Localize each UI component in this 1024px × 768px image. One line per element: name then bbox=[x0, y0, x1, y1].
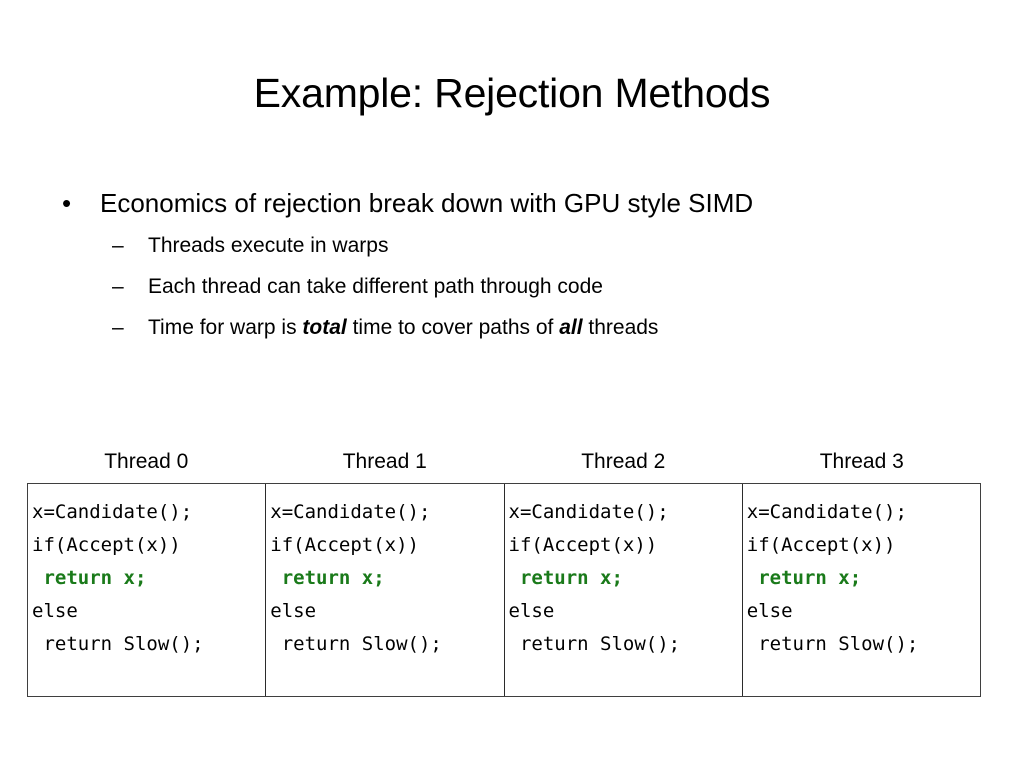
bullet-item-level2-warp-time: – Time for warp is total time to cover p… bbox=[0, 314, 1024, 342]
thread-code-cell-2: x=Candidate(); if(Accept(x)) return x; e… bbox=[505, 484, 743, 696]
thread-header-1: Thread 1 bbox=[342, 450, 427, 473]
code-line-accent: return x; bbox=[508, 567, 623, 589]
dash-marker-icon: – bbox=[112, 234, 124, 257]
code-line: return Slow(); bbox=[746, 633, 919, 655]
code-line: return Slow(); bbox=[32, 633, 204, 655]
emphasized-text: all bbox=[559, 316, 583, 339]
code-line: x=Candidate(); bbox=[32, 501, 193, 523]
code-line: else bbox=[270, 600, 317, 622]
bullet-list: • Economics of rejection break down with… bbox=[0, 186, 1024, 342]
bullet-item-level1: • Economics of rejection break down with… bbox=[0, 186, 1024, 220]
code-line: else bbox=[32, 600, 78, 622]
code-line: x=Candidate(); bbox=[746, 501, 907, 523]
thread-header-3: Thread 3 bbox=[819, 450, 904, 473]
bullet-text: Threads execute in warps bbox=[148, 234, 389, 257]
dash-marker-icon: – bbox=[112, 316, 124, 339]
thread-code-cell-3: x=Candidate(); if(Accept(x)) return x; e… bbox=[743, 484, 980, 696]
thread-code-cell-0: x=Candidate(); if(Accept(x)) return x; e… bbox=[28, 484, 267, 696]
code-line: if(Accept(x)) bbox=[746, 534, 896, 556]
code-line: else bbox=[508, 600, 555, 622]
spacer bbox=[0, 260, 1024, 273]
emphasized-text: total bbox=[302, 316, 347, 339]
bullet-item-level2-different-path: – Each thread can take different path th… bbox=[0, 273, 1024, 301]
code-line: x=Candidate(); bbox=[508, 501, 669, 523]
code-line: if(Accept(x)) bbox=[32, 534, 181, 556]
thread-code-cell-1: x=Candidate(); if(Accept(x)) return x; e… bbox=[266, 484, 505, 696]
thread-column-headers: Thread 0 Thread 1 Thread 2 Thread 3 bbox=[27, 448, 981, 478]
bullet-marker-icon: • bbox=[62, 188, 72, 218]
code-line: x=Candidate(); bbox=[270, 501, 431, 523]
code-line: return Slow(); bbox=[508, 633, 681, 655]
code-line-accent: return x; bbox=[270, 567, 385, 589]
bullet-text-rich: Time for warp is total time to cover pat… bbox=[148, 316, 659, 339]
spacer bbox=[0, 301, 1024, 314]
code-line: if(Accept(x)) bbox=[270, 534, 419, 556]
code-line-accent: return x; bbox=[746, 567, 862, 589]
dash-marker-icon: – bbox=[112, 275, 124, 298]
code-line: return Slow(); bbox=[270, 633, 442, 655]
thread-header-0: Thread 0 bbox=[104, 450, 189, 473]
bullet-text: Economics of rejection break down with G… bbox=[100, 188, 754, 218]
thread-header-2: Thread 2 bbox=[581, 450, 666, 473]
code-line: if(Accept(x)) bbox=[508, 534, 658, 556]
page-title: Example: Rejection Methods bbox=[253, 70, 771, 116]
code-line-accent: return x; bbox=[32, 567, 147, 589]
bullet-item-level2-threads-warps: – Threads execute in warps bbox=[0, 232, 1024, 260]
spacer bbox=[0, 220, 1024, 232]
thread-code-table: x=Candidate(); if(Accept(x)) return x; e… bbox=[27, 483, 981, 697]
bullet-text: Each thread can take different path thro… bbox=[148, 275, 603, 298]
code-line: else bbox=[746, 600, 793, 622]
